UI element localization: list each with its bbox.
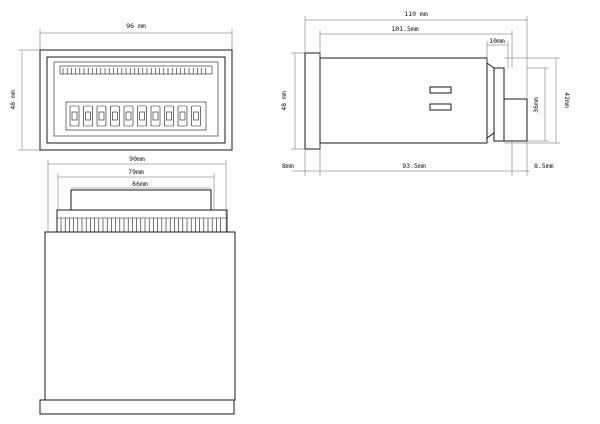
dim-79: 79mm bbox=[57, 168, 215, 210]
terminal-screw bbox=[83, 105, 93, 127]
side-rear-section bbox=[493, 67, 505, 142]
dim-8mm: 8mm bbox=[282, 143, 321, 176]
dim-42: 42mm bbox=[504, 57, 571, 144]
housing-top bbox=[44, 231, 236, 401]
label-110: 110 mm bbox=[404, 10, 428, 18]
terminal-screw-slot bbox=[112, 111, 118, 121]
terminal-screw-slot bbox=[152, 111, 159, 121]
dim-front-height: 48 mm bbox=[9, 49, 40, 151]
side-rear-plug bbox=[503, 98, 528, 142]
side-slot-lower bbox=[429, 103, 452, 111]
front-view bbox=[39, 49, 233, 151]
terminal-screw bbox=[110, 105, 120, 127]
terminal-screw bbox=[150, 105, 161, 127]
dim-10mm: 10mm bbox=[486, 37, 509, 68]
terminal-screw-slot bbox=[179, 111, 186, 121]
terminal-screw bbox=[123, 105, 134, 127]
side-body bbox=[319, 57, 488, 144]
terminal-screw-slot bbox=[166, 111, 172, 121]
top-terminal-pins bbox=[62, 68, 207, 74]
label-front-height: 48 mm bbox=[9, 90, 17, 110]
dim-93-5: 93.5mm bbox=[320, 141, 513, 176]
connector-strip bbox=[56, 209, 228, 233]
bezel-top bbox=[39, 399, 235, 415]
terminal-screw-slot bbox=[125, 111, 132, 121]
label-8-5: 8.5mm bbox=[534, 162, 554, 170]
dim-8-5: 8.5mm bbox=[512, 141, 554, 176]
terminal-screw-slot bbox=[85, 111, 91, 121]
top-terminal-strip bbox=[59, 65, 213, 75]
terminal-screw-slot bbox=[193, 111, 199, 121]
label-front-width: 96 mm bbox=[126, 22, 146, 30]
terminal-screws bbox=[69, 105, 201, 127]
front-window bbox=[53, 61, 219, 137]
dim-110: 110 mm bbox=[304, 10, 528, 99]
label-101-5: 101.5mm bbox=[391, 25, 418, 33]
label-8mm: 8mm bbox=[282, 162, 294, 170]
terminal-screw bbox=[191, 105, 201, 127]
dim-side-48: 48 mm bbox=[280, 52, 305, 150]
terminal-screw-slot bbox=[139, 111, 145, 121]
terminal-screw bbox=[69, 105, 80, 127]
dim-front-width: 96 mm bbox=[39, 22, 233, 50]
side-bezel bbox=[304, 52, 321, 150]
dim-101-5: 101.5mm bbox=[319, 25, 513, 68]
terminal-screw bbox=[164, 105, 174, 127]
rear-plug-top bbox=[70, 189, 212, 211]
label-90: 90mm bbox=[129, 155, 145, 163]
terminal-screw bbox=[137, 105, 147, 127]
terminal-screw bbox=[177, 105, 188, 127]
label-79: 79mm bbox=[128, 168, 144, 176]
connector-pins bbox=[57, 217, 227, 232]
side-taper bbox=[486, 62, 495, 139]
dim-66: 66mm bbox=[71, 180, 211, 189]
label-93-5: 93.5mm bbox=[402, 162, 426, 170]
terminal-block bbox=[65, 101, 207, 131]
label-66: 66mm bbox=[132, 180, 148, 188]
front-bezel-outline bbox=[39, 49, 233, 151]
side-view bbox=[304, 52, 528, 150]
label-36: 36mm bbox=[532, 97, 540, 113]
side-slot-upper bbox=[429, 86, 452, 94]
label-side-48: 48 mm bbox=[280, 91, 288, 111]
terminal-screw-slot bbox=[71, 111, 78, 121]
top-view bbox=[39, 189, 236, 415]
label-42: 42mm bbox=[563, 92, 571, 108]
dim-90: 90mm bbox=[47, 155, 227, 232]
terminal-screw bbox=[96, 105, 107, 127]
label-10mm: 10mm bbox=[489, 37, 505, 45]
dim-36: 36mm bbox=[527, 67, 549, 142]
terminal-screw-slot bbox=[98, 111, 105, 121]
